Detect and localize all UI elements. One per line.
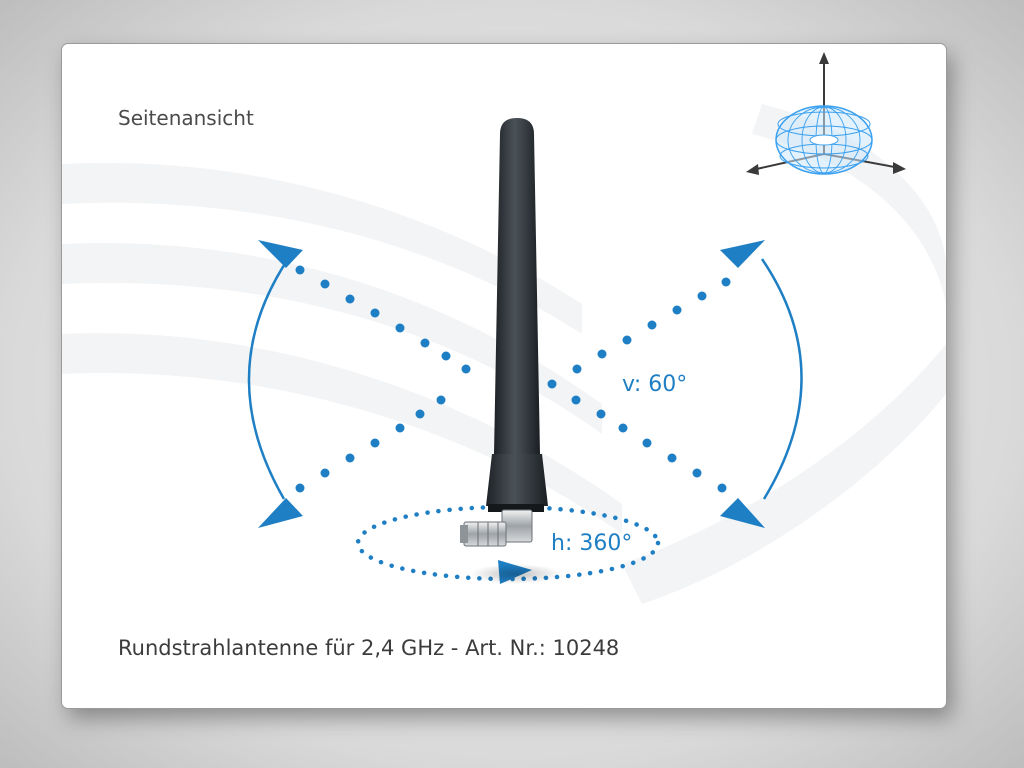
diagram-card: Seitenansicht v: 60° h: 360° Rundstrahla… bbox=[62, 44, 946, 708]
dotted-beam-lines bbox=[295, 265, 731, 493]
product-caption: Rundstrahlantenne für 2,4 GHz - Art. Nr.… bbox=[118, 636, 620, 660]
vertical-angle-label: v: 60° bbox=[622, 372, 688, 397]
sma-connector bbox=[460, 509, 533, 547]
view-title: Seitenansicht bbox=[118, 106, 254, 130]
arrowhead-left-top bbox=[258, 240, 303, 268]
horizontal-range-ellipse bbox=[355, 504, 661, 582]
vertical-range-arrow-right bbox=[760, 258, 803, 500]
arrowhead-right-bottom bbox=[720, 498, 765, 528]
antenna bbox=[486, 118, 548, 512]
horizontal-angle-label: h: 360° bbox=[551, 531, 633, 556]
toroid-radiation-pattern-icon bbox=[746, 52, 906, 175]
vertical-range-arrow-left bbox=[247, 258, 290, 500]
arrowhead-right-top bbox=[720, 240, 765, 268]
antenna-shadow bbox=[470, 564, 562, 584]
diagram-graphics bbox=[62, 52, 946, 604]
arrowhead-left-bottom bbox=[258, 498, 303, 528]
